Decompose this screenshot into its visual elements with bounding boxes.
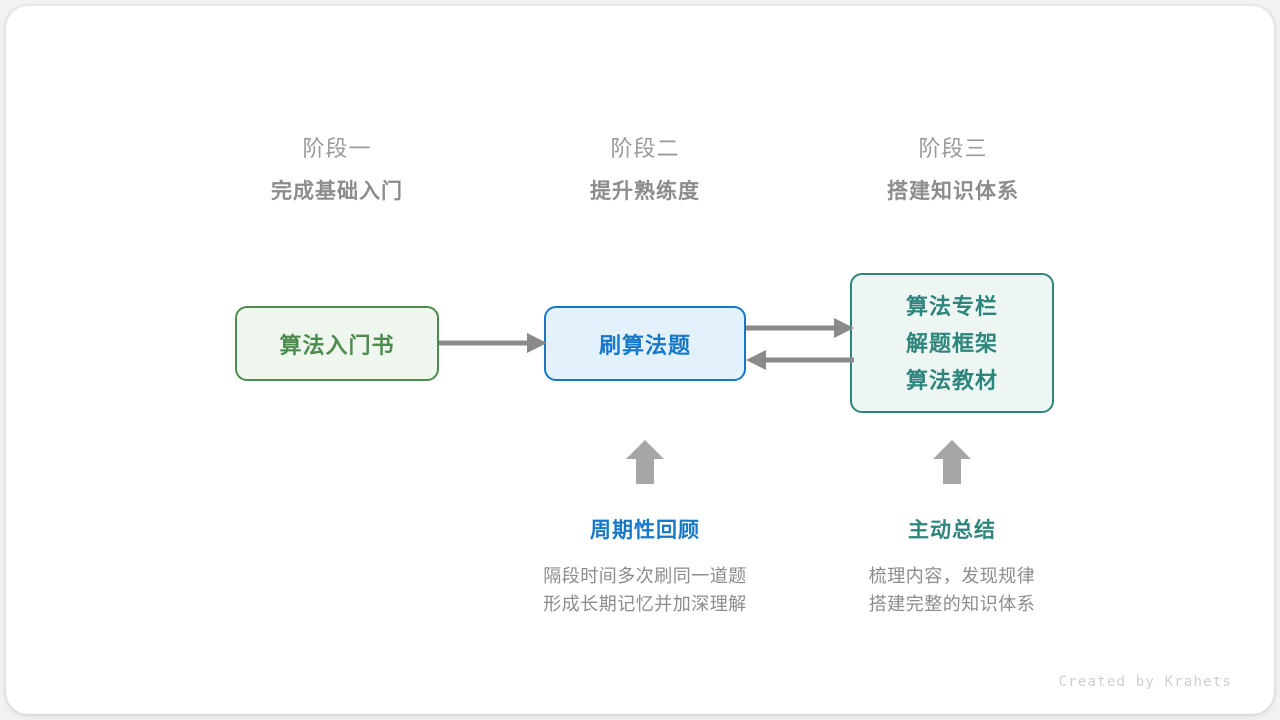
diagram-card: 阶段一 完成基础入门 阶段二 提升熟练度 阶段三 搭建知识体系 算法入门书 刷算… [6, 6, 1274, 714]
arrow-up-summary-icon [933, 440, 971, 484]
node-practice-problems-label: 刷算法题 [598, 332, 691, 358]
stage-header-1: 阶段一 完成基础入门 [207, 134, 467, 208]
arrow-resources-to-practice-icon [746, 350, 854, 370]
node-resource-line-3: 算法教材 [905, 367, 998, 393]
stage-3-title: 搭建知识体系 [887, 180, 1019, 203]
node-algorithm-book-label: 算法入门书 [279, 332, 395, 358]
stage-1-subtitle: 阶段一 [302, 136, 372, 161]
node-algorithm-book[interactable]: 算法入门书 [235, 306, 439, 381]
caption-active-summary: 主动总结 梳理内容，发现规律 搭建完整的知识体系 [802, 516, 1102, 618]
caption-periodic-review: 周期性回顾 隔段时间多次刷同一道题 形成长期记忆并加深理解 [495, 516, 795, 618]
node-learning-resources[interactable]: 算法专栏 解题框架 算法教材 [850, 273, 1054, 413]
stage-2-title: 提升熟练度 [590, 180, 700, 203]
caption-active-summary-body: 梳理内容，发现规律 搭建完整的知识体系 [802, 562, 1102, 618]
caption-periodic-review-title: 周期性回顾 [590, 519, 700, 542]
stage-3-subtitle: 阶段三 [918, 136, 988, 161]
arrow-book-to-practice-icon [439, 333, 547, 353]
stage-1-title: 完成基础入门 [271, 180, 403, 203]
caption-active-summary-line-1: 梳理内容，发现规律 [868, 566, 1036, 586]
node-practice-problems[interactable]: 刷算法题 [544, 306, 746, 381]
stage-2-subtitle: 阶段二 [610, 136, 680, 161]
watermark-credit: Created by Krahets [1058, 674, 1232, 690]
stage-header-3: 阶段三 搭建知识体系 [823, 134, 1083, 208]
arrow-up-review-icon [626, 440, 664, 484]
node-resource-line-2: 解题框架 [905, 330, 998, 356]
caption-periodic-review-line-2: 形成长期记忆并加深理解 [543, 594, 747, 614]
stage-header-2: 阶段二 提升熟练度 [515, 134, 775, 208]
caption-periodic-review-line-1: 隔段时间多次刷同一道题 [543, 566, 747, 586]
caption-active-summary-line-2: 搭建完整的知识体系 [868, 594, 1036, 614]
node-resource-line-1: 算法专栏 [905, 293, 998, 319]
caption-active-summary-title: 主动总结 [908, 519, 996, 542]
caption-periodic-review-body: 隔段时间多次刷同一道题 形成长期记忆并加深理解 [495, 562, 795, 618]
arrow-practice-to-resources-icon [746, 318, 854, 338]
